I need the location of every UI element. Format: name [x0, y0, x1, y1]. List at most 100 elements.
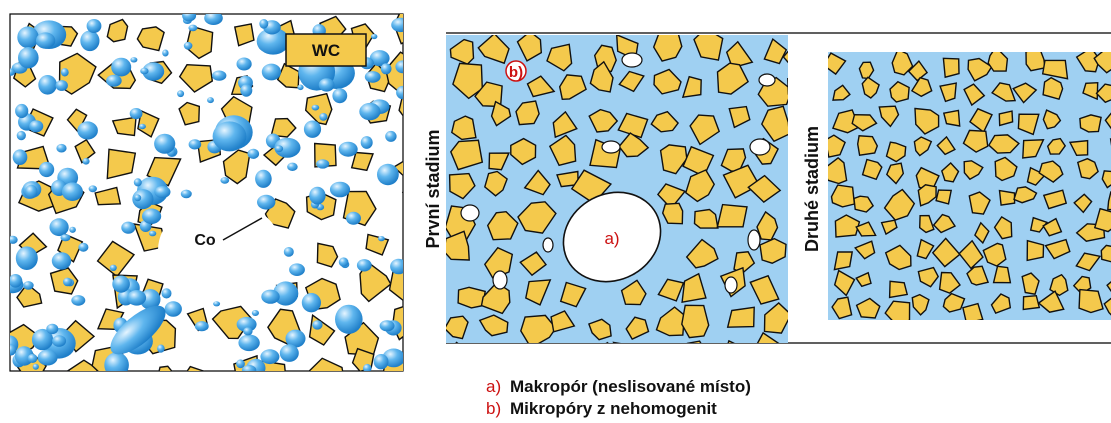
wc-grain: [1044, 238, 1071, 260]
co-droplet: [127, 290, 147, 306]
co-droplet: [257, 194, 276, 210]
wc-grain: [932, 213, 957, 234]
wc-grain: [645, 352, 674, 374]
wc-grain: [756, 331, 780, 343]
wc-grain: [917, 266, 940, 288]
co-droplet: [311, 104, 320, 111]
co-droplet: [162, 49, 169, 57]
wc-grain: [1041, 59, 1069, 80]
legend-key-a: a): [486, 377, 501, 396]
micropore-marker: b): [509, 64, 523, 81]
wc-grain: [625, 316, 650, 341]
wc-grain: [681, 304, 710, 339]
co-droplet: [154, 133, 176, 154]
wc-grain: [935, 189, 953, 205]
macropore-marker: a): [604, 229, 619, 248]
wc-grain: [477, 35, 510, 65]
wc-grain: [455, 341, 459, 343]
co-droplet: [10, 344, 17, 356]
co-droplet: [31, 328, 54, 351]
wc-grain: [939, 82, 957, 103]
wc-grain: [1082, 81, 1099, 101]
co-droplet: [134, 194, 142, 202]
co-droplet: [142, 208, 162, 224]
co-droplet: [312, 320, 323, 330]
co-droplet: [10, 68, 15, 76]
co-droplet: [371, 33, 378, 40]
co-droplet: [279, 344, 299, 362]
co-droplet: [256, 27, 290, 55]
co-droplet: [157, 344, 165, 353]
wc-grain: [233, 23, 255, 47]
wc-grain: [834, 214, 861, 238]
wc-grain: [1042, 217, 1063, 237]
co-droplet: [360, 136, 373, 149]
wc-grain: [747, 174, 782, 204]
micropore: [747, 229, 761, 251]
co-droplet: [297, 84, 304, 91]
co-droplet: [25, 184, 38, 199]
co-droplet: [212, 70, 227, 81]
co-droplet: [104, 352, 129, 371]
micropore: [758, 73, 776, 87]
co-droplet: [369, 50, 390, 67]
micropore: [749, 138, 771, 156]
wc-grain: [728, 105, 751, 129]
co-droplet: [154, 186, 171, 198]
co-droplet-large: [110, 305, 166, 355]
wc-grain: [546, 43, 573, 72]
wc-grain: [790, 312, 819, 344]
co-droplet: [138, 123, 146, 130]
wc-grain: [968, 191, 991, 215]
wc-grain: [833, 251, 854, 271]
wc-grain: [1029, 216, 1049, 233]
wc-grain: [1022, 139, 1045, 159]
wc-grain: [942, 109, 961, 127]
wc-grain: [888, 280, 909, 299]
wc-grain: [490, 100, 512, 127]
co-droplet: [15, 103, 29, 119]
wc-grain: [484, 170, 508, 197]
wc-grains-dense: [828, 52, 1111, 320]
wc-grain: [684, 169, 716, 203]
wc-grain: [655, 306, 686, 337]
wc-grains: [446, 35, 819, 374]
wc-grain: [991, 82, 1017, 102]
wc-grain: [486, 210, 519, 241]
wc-grain: [962, 129, 989, 153]
wc-grain: [1075, 252, 1102, 272]
wc-grain: [763, 302, 788, 334]
wc-grain: [782, 50, 788, 64]
wc-grain: [520, 314, 557, 343]
wc-grain: [998, 110, 1014, 127]
wc-grain: [1079, 114, 1102, 133]
co-droplet: [379, 320, 395, 332]
co-droplet: [213, 301, 221, 307]
micropores: [460, 52, 776, 294]
co-droplet: [285, 329, 306, 348]
wc-grain: [884, 300, 911, 320]
co-droplet: [363, 363, 372, 371]
wc-label: WC: [312, 41, 340, 60]
wc-grain: [661, 202, 684, 225]
co-droplet: [12, 149, 28, 165]
wc-grain: [969, 107, 993, 134]
wc-grain: [1078, 288, 1104, 314]
co-droplet: [301, 293, 321, 313]
wc-grain: [831, 109, 860, 134]
wc-grain: [962, 302, 984, 320]
wc-grain: [861, 158, 883, 181]
wc-grain: [878, 105, 900, 128]
co-droplet: [207, 97, 214, 104]
co-droplet: [82, 158, 90, 165]
wc-grain: [963, 160, 984, 181]
co-droplet: [289, 263, 305, 277]
wc-grain: [987, 52, 1009, 72]
wc-grain: [914, 107, 940, 135]
legend-text-a: Makropór (neslisované místo): [510, 377, 751, 396]
wc-grain: [727, 339, 735, 343]
wc-grain: [982, 242, 1007, 267]
wc-grain: [763, 37, 788, 65]
legend-key-b: b): [486, 399, 501, 418]
co-droplet: [18, 47, 39, 69]
